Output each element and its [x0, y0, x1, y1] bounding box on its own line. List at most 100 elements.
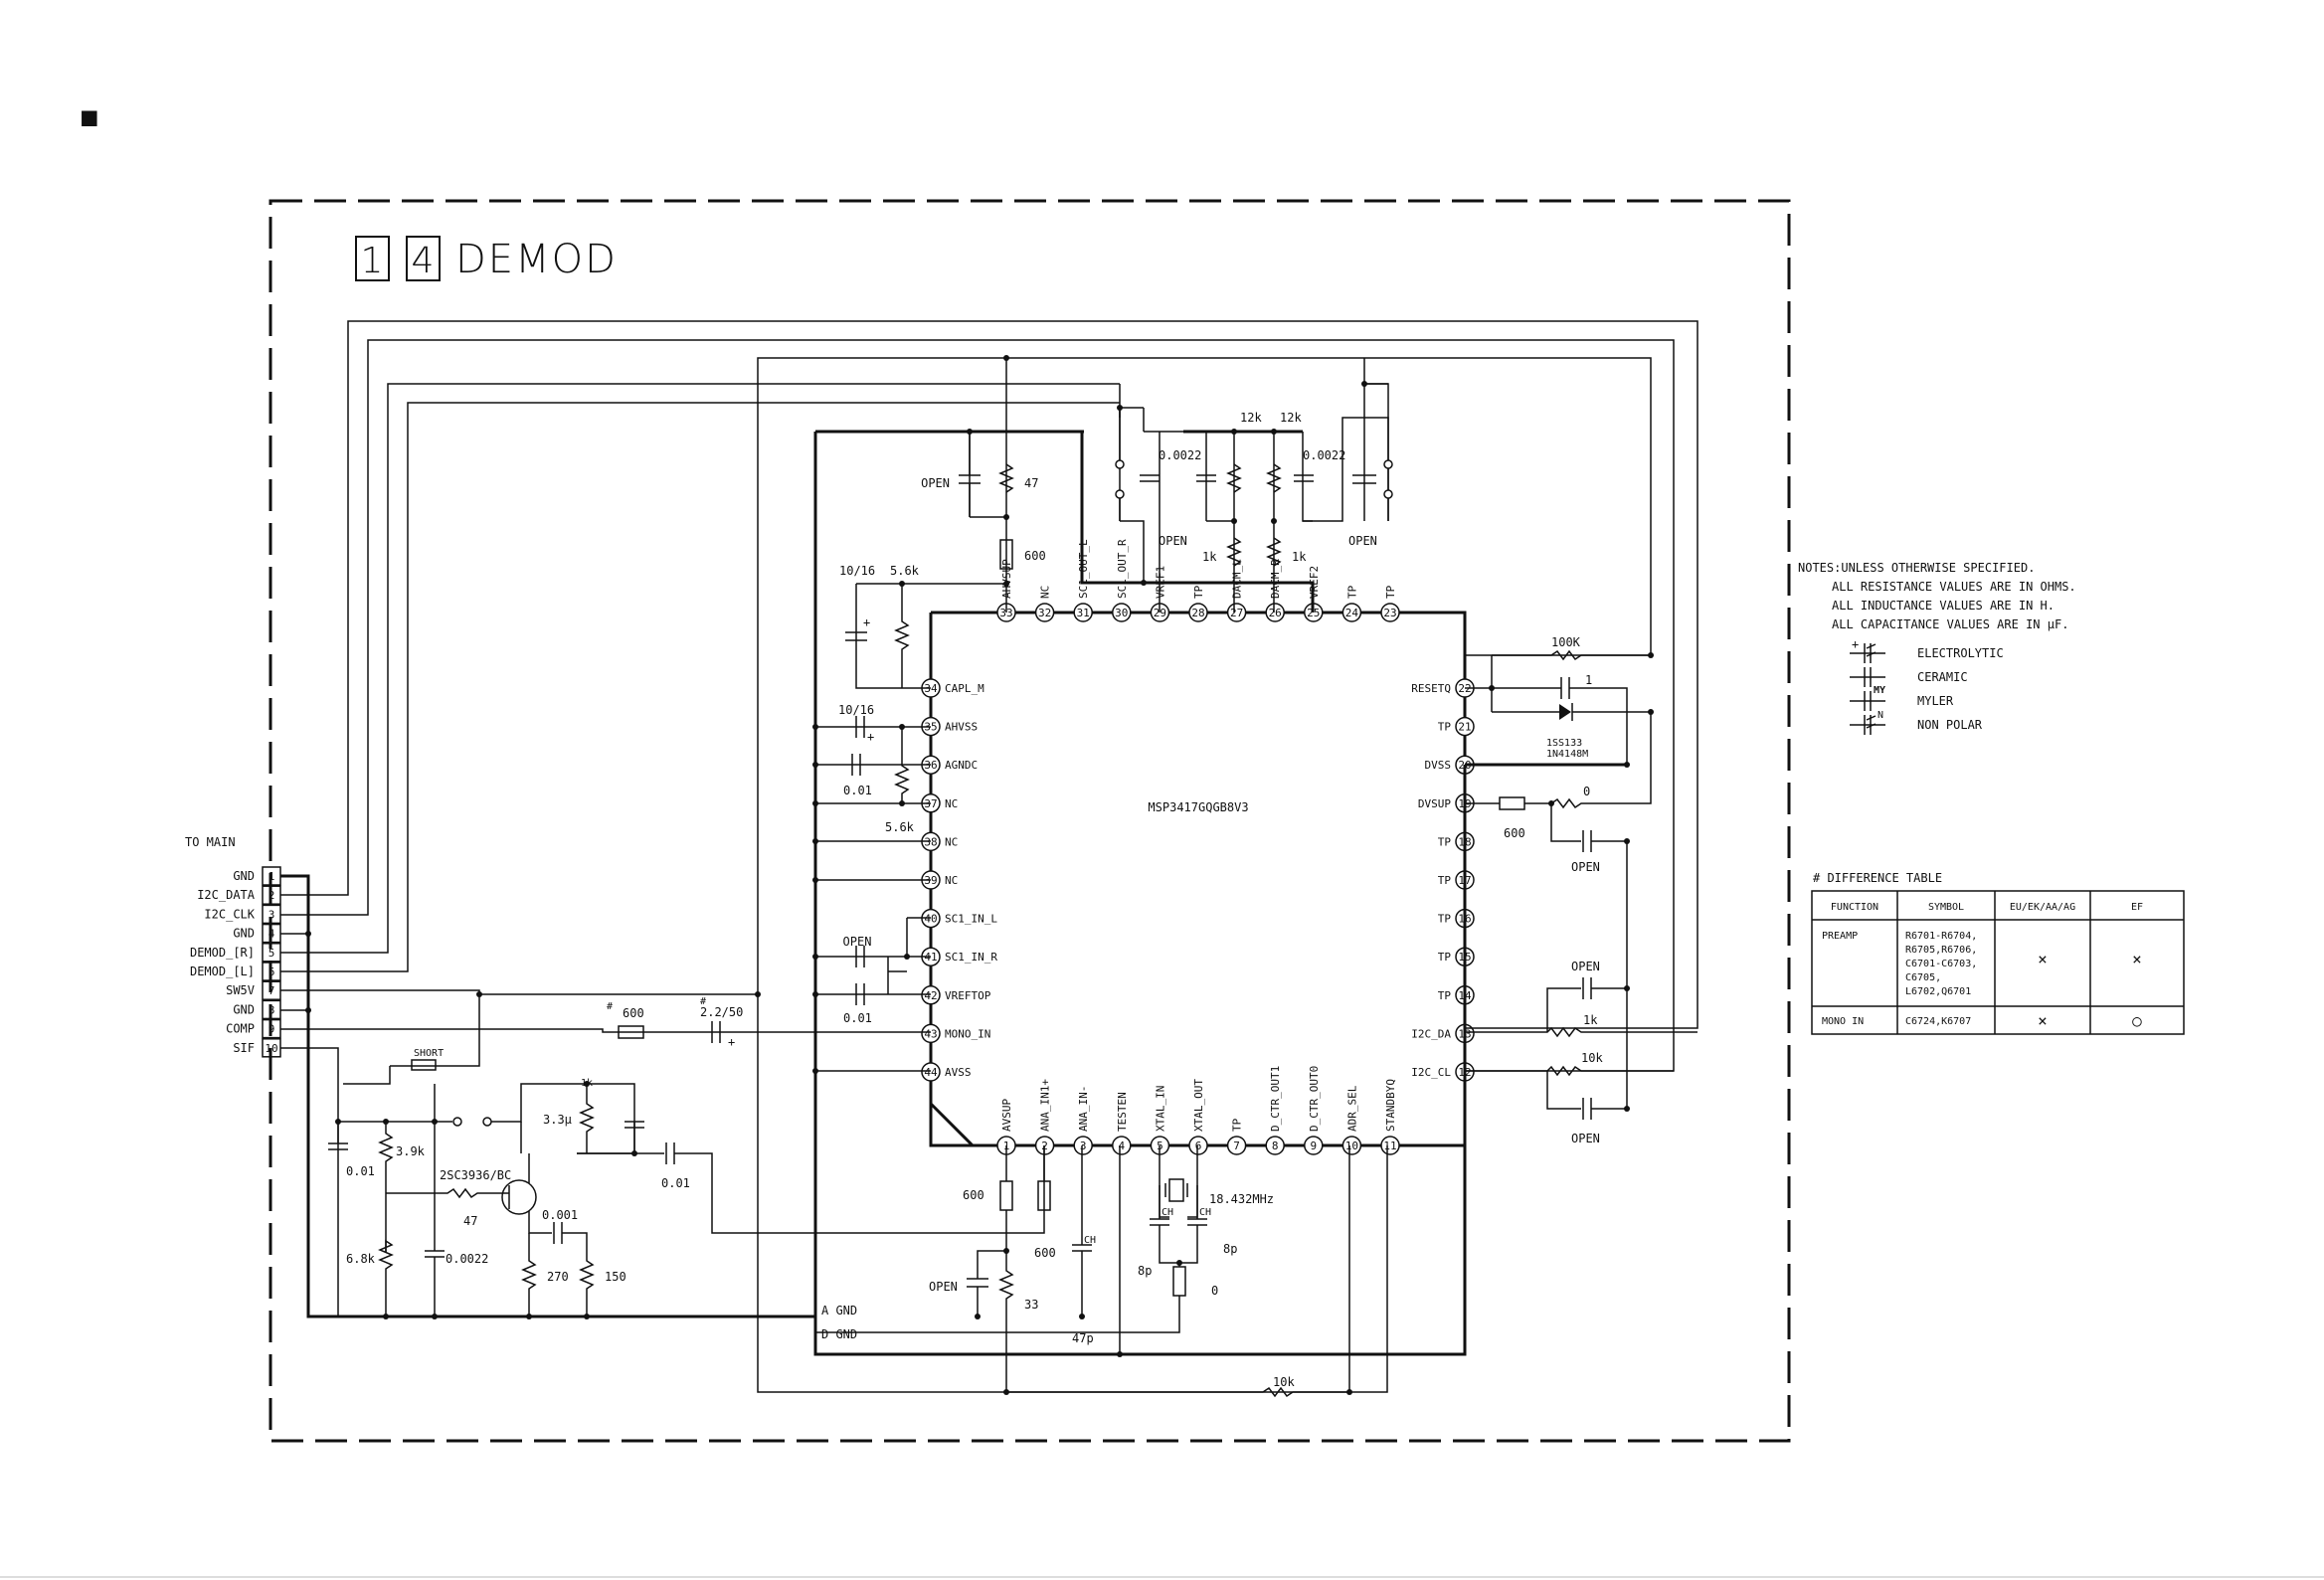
row1-symbol-3: C6701-C6703,	[1905, 959, 1977, 969]
block-border	[268, 199, 1791, 1443]
electrolytic-plus: +	[1852, 637, 1859, 651]
ic-pin-number: 24	[1345, 607, 1359, 619]
ic-pin-circle	[921, 1023, 941, 1044]
th-ef: EF	[2131, 902, 2143, 913]
connector-pin-label: GND	[233, 1002, 255, 1016]
connector-pin-box	[262, 943, 281, 963]
c8pl-label: 8p	[1138, 1264, 1152, 1278]
ic-pin-number: 27	[1230, 607, 1243, 619]
c2250-label: 2.2/50	[700, 1005, 743, 1019]
l600-dvsup-label: 600	[1504, 826, 1525, 840]
r56ka-label: 5.6k	[890, 564, 920, 578]
connector-pin-number: 6	[268, 966, 275, 978]
ic-pin-name: TP	[1345, 585, 1358, 599]
ic-pin-name: DVSS	[1425, 759, 1452, 772]
block-title: 1 4 DEMOD	[355, 236, 616, 282]
ic-pin-number: 11	[1383, 1140, 1396, 1152]
ic-pin-name: SC1_OUT_R	[1116, 539, 1129, 599]
connector-pin-number: 1	[268, 870, 275, 883]
r1kl-label: 1k	[1202, 550, 1217, 564]
row1-symbol-5: L6702,Q6701	[1905, 986, 1971, 997]
diode2-label: 1N4148M	[1546, 749, 1588, 760]
connector-pin-4: 4 GND	[233, 923, 281, 944]
r56kb-label: 5.6k	[885, 820, 915, 834]
legend-myler: MYLER	[1917, 694, 1954, 708]
ic-pin-name: AVSUP	[1000, 1099, 1013, 1132]
th-symbol: SYMBOL	[1928, 902, 1964, 913]
c47p-label: 47p	[1072, 1331, 1094, 1345]
ic-pin-name: ANA_IN1+	[1039, 1079, 1052, 1132]
myler-tag: MY	[1874, 685, 1885, 696]
np-tag: N	[1877, 710, 1883, 721]
ic-pin-number: 44	[924, 1066, 938, 1079]
ic-pin-name: STANDBYQ	[1384, 1079, 1397, 1132]
ic-pin-circle	[1226, 603, 1247, 622]
ch1-label: CH	[1084, 1235, 1096, 1246]
r10kb-label: 10k	[1273, 1375, 1295, 1389]
ic-body: MSP3417GQGB8V3	[929, 611, 1467, 1147]
r150-label: 150	[605, 1270, 626, 1284]
ic-pin-name: DACM_R	[1269, 559, 1282, 599]
ic-pin-name: TP	[1438, 835, 1452, 848]
ic-pin-number: 38	[924, 835, 937, 848]
ic-pin-number: 29	[1154, 607, 1166, 619]
ic-pin-number: 31	[1077, 607, 1090, 619]
ic-pin-number: 10	[1345, 1140, 1358, 1152]
ic-pin-circle	[921, 1062, 941, 1082]
transistor-label: 2SC3936/BC	[440, 1168, 511, 1182]
ic-pin-name: TP	[1438, 951, 1452, 964]
connector-pin-label: COMP	[226, 1022, 255, 1036]
ic-pin-name: RESETQ	[1411, 682, 1451, 695]
c1016b-plus: +	[867, 730, 874, 744]
row2-function: MONO IN	[1822, 1016, 1864, 1027]
connector-pin-number: 7	[268, 984, 275, 997]
ic-pin-circle	[1265, 603, 1285, 622]
note-line-1: NOTES:UNLESS OTHERWISE SPECIFIED.	[1798, 561, 2035, 575]
r0b-label: 0	[1211, 1284, 1218, 1298]
ic-pin-number: 8	[1272, 1140, 1279, 1152]
legend-ceramic: CERAMIC	[1917, 670, 1968, 684]
ic-pin-name: VREFTOP	[945, 989, 991, 1002]
ic-pin-number: 32	[1038, 607, 1051, 619]
connector-pin-number: 4	[268, 928, 275, 941]
row1-symbol-2: R6705,R6706,	[1905, 945, 1977, 956]
r0-dvsup-label: 0	[1583, 785, 1590, 798]
l600b2-label: 600	[1034, 1246, 1056, 1260]
block-digit-1: 1	[361, 241, 384, 281]
junction-dots	[812, 355, 1009, 1074]
ic-pin-number: 34	[924, 682, 938, 695]
c001s-label: 0.01	[346, 1164, 375, 1178]
ic-pin-name: D_CTR_OUT1	[1269, 1066, 1282, 1132]
ic-pin-name: TP	[1438, 913, 1452, 926]
note-line-4: ALL CAPACITANCE VALUES ARE IN μF.	[1832, 617, 2068, 631]
connector-pin-number: 2	[268, 889, 275, 902]
ic-pin-8: 8 D_CTR_OUT1	[1265, 1066, 1285, 1155]
mono-in-path: 600 2.2/50 + # #	[607, 996, 743, 1049]
ic-pin-name: TP	[1438, 989, 1452, 1002]
ic-pin-number: 43	[924, 1027, 937, 1040]
connector-pin-label: GND	[233, 927, 255, 941]
ic-pin-number: 21	[1458, 721, 1471, 734]
openb-label: OPEN	[929, 1280, 958, 1294]
ic-pin-circle	[1265, 1136, 1285, 1155]
row1-eu: ×	[2038, 950, 2048, 968]
ic-pin-circle	[921, 985, 941, 1005]
xtal-label: 18.432MHz	[1209, 1192, 1274, 1206]
main-connector: TO MAIN 1GND2I2C_DATA3I2C_CLK4GND5DEMOD_…	[185, 835, 931, 1318]
